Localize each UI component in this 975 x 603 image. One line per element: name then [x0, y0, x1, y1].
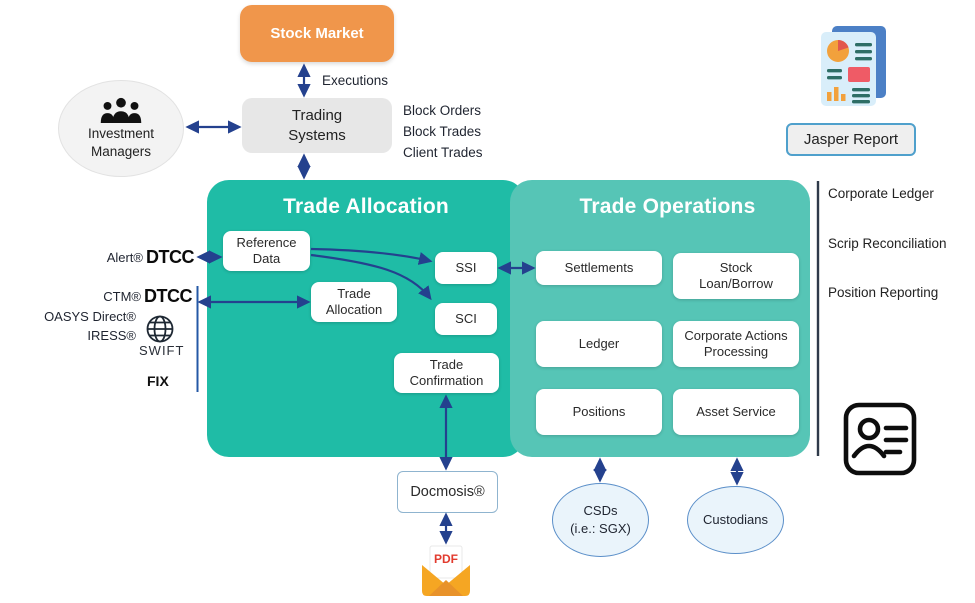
settlements-label: Settlements — [564, 260, 634, 275]
trade-allocation-label: Trade Allocation — [325, 286, 383, 317]
trade-operations-title: Trade Operations — [579, 195, 756, 218]
dtcc-logo: DTCC — [146, 246, 195, 267]
iress-label: IRESS® — [87, 328, 136, 343]
reference-data-node: Reference Data — [223, 231, 310, 271]
docmosis-label: Docmosis® — [410, 484, 485, 500]
flow-client-trades: Client Trades — [403, 145, 483, 160]
stock-market-label: Stock Market — [270, 25, 364, 42]
jasper-report-node: Jasper Report — [786, 123, 916, 156]
investment-managers-node: Investment Managers — [58, 80, 184, 177]
swift-label: SWIFT — [139, 343, 185, 358]
executions-label: Executions — [322, 73, 389, 88]
pdf-envelope-icon: PDF — [420, 545, 472, 597]
flow-block-orders: Block Orders — [403, 103, 482, 118]
reference-data-label: Reference Data — [236, 235, 297, 266]
settlements-node: Settlements — [536, 251, 662, 285]
ledger-label: Ledger — [578, 336, 620, 351]
investment-managers-label: Investment Managers — [87, 126, 155, 159]
positions-node: Positions — [536, 389, 662, 435]
sci-label: SCI — [455, 311, 477, 326]
flow-block-trades: Block Trades — [403, 124, 482, 139]
asset-service-label: Asset Service — [696, 404, 776, 419]
trading-systems-node: Trading Systems — [242, 98, 392, 153]
people-icon — [97, 96, 145, 123]
csds-sublabel: (i.e.: SGX) — [570, 521, 631, 536]
dtcc-logo: DTCC — [144, 285, 193, 306]
stock-loan-borrow-label: Stock Loan/Borrow — [699, 260, 773, 291]
trading-systems-label: Trading Systems — [288, 106, 346, 144]
jasper-report-label: Jasper Report — [803, 131, 899, 148]
trade-allocation-title: Trade Allocation — [283, 195, 449, 218]
fix-label: FIX — [147, 373, 169, 389]
asset-service-node: Asset Service — [673, 389, 799, 435]
trade-flow-labels: Block Orders Block Trades Client Trades — [403, 100, 483, 163]
positions-label: Positions — [572, 404, 626, 419]
stock-market-node: Stock Market — [240, 5, 394, 62]
ssi-label: SSI — [455, 260, 477, 275]
report-document-icon — [818, 26, 888, 110]
scrip-reconciliation-label: Scrip Reconciliation — [828, 236, 947, 251]
oasys-direct-label: OASYS Direct® — [44, 309, 136, 324]
ledger-node: Ledger — [536, 321, 662, 367]
csds-label: CSDs — [583, 503, 618, 518]
contact-card-icon — [842, 400, 918, 477]
trade-confirmation-label: Trade Confirmation — [409, 357, 484, 388]
docmosis-node: Docmosis® — [397, 471, 498, 513]
pdf-label: PDF — [434, 552, 458, 566]
position-reporting-label: Position Reporting — [828, 285, 939, 300]
stock-loan-borrow-node: Stock Loan/Borrow — [673, 253, 799, 299]
ctm-label: CTM® — [103, 288, 141, 304]
alert-label: Alert® — [106, 249, 143, 265]
alert-dtcc-item: Alert® DTCC — [90, 245, 195, 269]
corporate-actions-label: Corporate Actions Processing — [684, 328, 788, 359]
corporate-ledger-label: Corporate Ledger — [828, 186, 934, 201]
sci-node: SCI — [435, 303, 497, 335]
swift-globe-icon — [145, 314, 175, 344]
ssi-node: SSI — [435, 252, 497, 284]
csds-node: CSDs (i.e.: SGX) — [552, 483, 649, 557]
custodians-node: Custodians — [687, 486, 784, 554]
corporate-actions-node: Corporate Actions Processing — [673, 321, 799, 367]
ctm-dtcc-item: CTM® DTCC — [90, 284, 192, 308]
trade-allocation-node: Trade Allocation — [311, 282, 397, 322]
trade-confirmation-node: Trade Confirmation — [394, 353, 499, 393]
custodians-label: Custodians — [702, 512, 769, 527]
